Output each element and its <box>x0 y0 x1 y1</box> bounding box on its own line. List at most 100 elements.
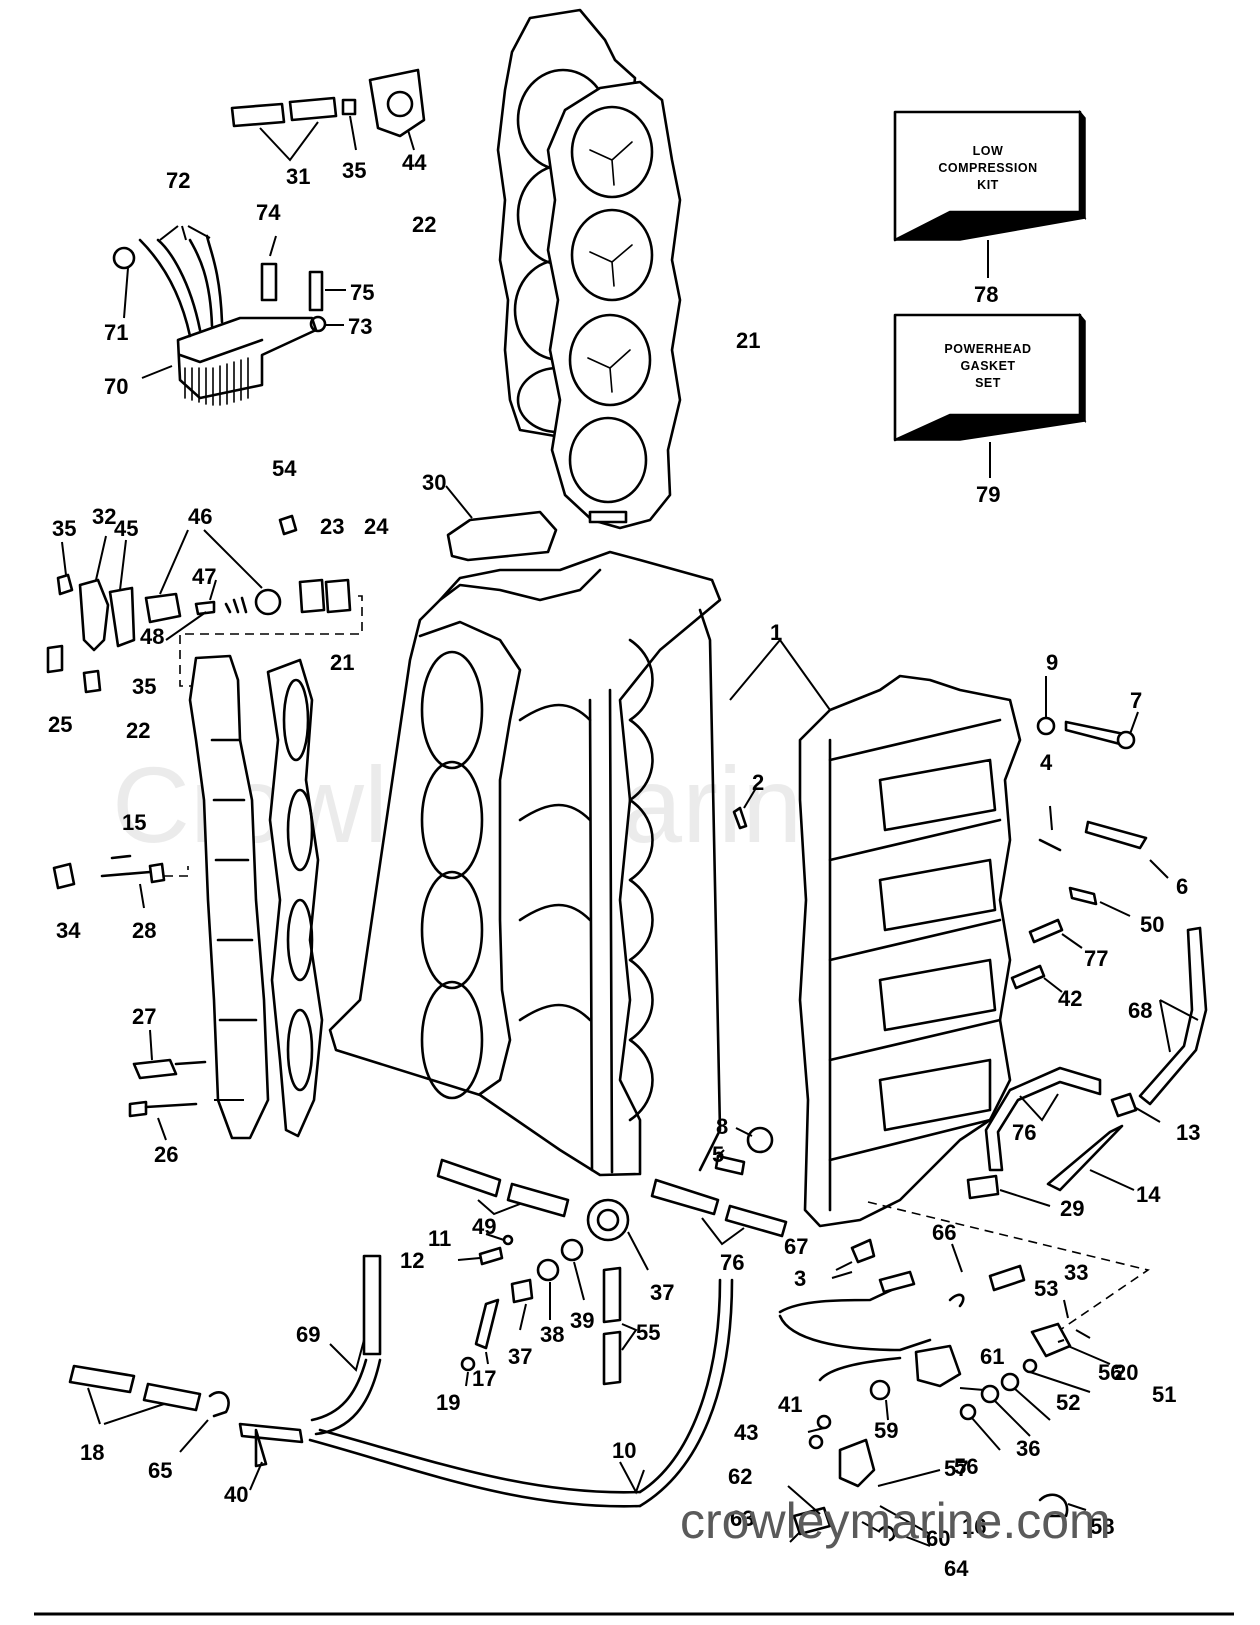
part-label: 40 <box>224 1482 248 1507</box>
part-label: 21 <box>736 328 760 353</box>
part-label: 72 <box>166 168 190 193</box>
part-label: 63 <box>730 1506 754 1531</box>
part-label: 54 <box>272 456 297 481</box>
part-label: 37 <box>508 1344 532 1369</box>
part-label: 52 <box>1056 1390 1080 1415</box>
part-label: 79 <box>976 482 1000 507</box>
part-label: 26 <box>154 1142 178 1167</box>
kit-box-low-compression: LOW COMPRESSION KIT <box>893 109 1087 278</box>
cover-plate-30 <box>445 485 558 562</box>
right-bolts <box>732 676 1169 993</box>
part-label: 42 <box>1058 986 1082 1011</box>
part-label: 67 <box>784 1234 808 1259</box>
part-label: 7 <box>1130 688 1142 713</box>
part-label: 76 <box>720 1250 744 1275</box>
crankcase-half <box>729 639 1022 1228</box>
part-label: 46 <box>188 504 212 529</box>
thermostat-parts <box>46 514 363 694</box>
part-label: 3 <box>794 1266 806 1291</box>
part-label: 8 <box>716 1114 728 1139</box>
hoses-31 <box>230 96 338 162</box>
screws-74-75-73 <box>260 235 346 333</box>
part-label: 5 <box>712 1142 724 1167</box>
part-label: 48 <box>140 624 164 649</box>
part-label: 32 <box>92 504 116 529</box>
cylinder-block <box>328 550 722 1177</box>
part-label: 47 <box>192 564 216 589</box>
cover-44 <box>368 68 426 151</box>
part-label: 6 <box>1176 874 1188 899</box>
part-label: 1 <box>770 620 782 645</box>
part-label: 24 <box>364 514 389 539</box>
part-label: 10 <box>612 1438 636 1463</box>
part-label: 11 <box>428 1226 451 1251</box>
kit-79-line-2: GASKET <box>960 359 1015 373</box>
part-label: 27 <box>132 1004 156 1029</box>
part-label: 19 <box>436 1390 460 1415</box>
hose-76-right <box>984 1066 1102 1172</box>
clamp-65-fitting-40 <box>179 1391 304 1491</box>
part-label: 65 <box>148 1458 172 1483</box>
kit-box-powerhead-gasket: POWERHEAD GASKET SET <box>893 312 1087 478</box>
part-label: 62 <box>728 1464 752 1489</box>
kit-79-line-1: POWERHEAD <box>944 342 1031 356</box>
kit-78-line-2: COMPRESSION <box>938 161 1037 175</box>
part-label: 56 <box>1098 1360 1122 1385</box>
kit-78-line-1: LOW <box>973 144 1004 158</box>
part-label: 34 <box>56 918 81 943</box>
tee-13-14-29 <box>966 1092 1161 1207</box>
gasket-21-left <box>266 658 324 1138</box>
kit-78-line-3: KIT <box>977 178 999 192</box>
part-label: 74 <box>256 200 281 225</box>
harness-and-sensors <box>778 1201 1150 1547</box>
part-number-labels: 1 2 3 4 5 6 7 8 9 10 11 12 13 14 15 16 1… <box>48 150 1200 1581</box>
part-label: 56 <box>954 1454 978 1479</box>
part-label: 59 <box>874 1418 898 1443</box>
power-pack-70 <box>112 225 318 406</box>
hoses-49 <box>436 1158 570 1218</box>
hose-68 <box>1138 926 1208 1106</box>
part-label: 31 <box>286 164 310 189</box>
hose-69 <box>310 1254 382 1436</box>
part-label: 43 <box>734 1420 758 1445</box>
part-label: 16 <box>962 1514 986 1539</box>
part-label: 66 <box>932 1220 956 1245</box>
part-label: 60 <box>926 1526 950 1551</box>
part-label: 77 <box>1084 946 1108 971</box>
fittings-center <box>457 1126 774 1387</box>
part-label: 58 <box>1090 1514 1114 1539</box>
part-label: 37 <box>650 1280 674 1305</box>
part-label: 53 <box>1034 1276 1058 1301</box>
hoses-18 <box>68 1364 202 1425</box>
part-label: 2 <box>752 770 764 795</box>
part-label: 17 <box>472 1366 496 1391</box>
part-label: 22 <box>126 718 150 743</box>
part-label: 75 <box>350 280 374 305</box>
part-label: 70 <box>104 374 128 399</box>
part-label: 71 <box>104 320 128 345</box>
part-label: 39 <box>570 1308 594 1333</box>
part-label: 35 <box>52 516 76 541</box>
hoses-76-lower <box>650 1178 788 1246</box>
part-label: 25 <box>48 712 72 737</box>
part-label: 76 <box>1012 1120 1036 1145</box>
part-label: 61 <box>980 1344 1004 1369</box>
part-label: 44 <box>402 150 427 175</box>
kit-79-line-3: SET <box>975 376 1001 390</box>
long-hose-10 <box>308 1278 734 1508</box>
part-label: 35 <box>132 674 156 699</box>
part-label: 57 <box>944 1456 968 1481</box>
site-url: crowleymarine.com <box>680 1493 1111 1549</box>
part-label: 9 <box>1046 650 1058 675</box>
part-label: 33 <box>1064 1260 1088 1285</box>
part-label: 28 <box>132 918 156 943</box>
part-label: 4 <box>1040 750 1053 775</box>
part-label: 64 <box>944 1556 969 1581</box>
part-label: 21 <box>330 650 354 675</box>
part-label: 23 <box>320 514 344 539</box>
head-gasket-front <box>546 80 682 530</box>
part-label: 36 <box>1016 1436 1040 1461</box>
part-label: 13 <box>1176 1120 1200 1145</box>
part-label: 49 <box>472 1214 496 1239</box>
